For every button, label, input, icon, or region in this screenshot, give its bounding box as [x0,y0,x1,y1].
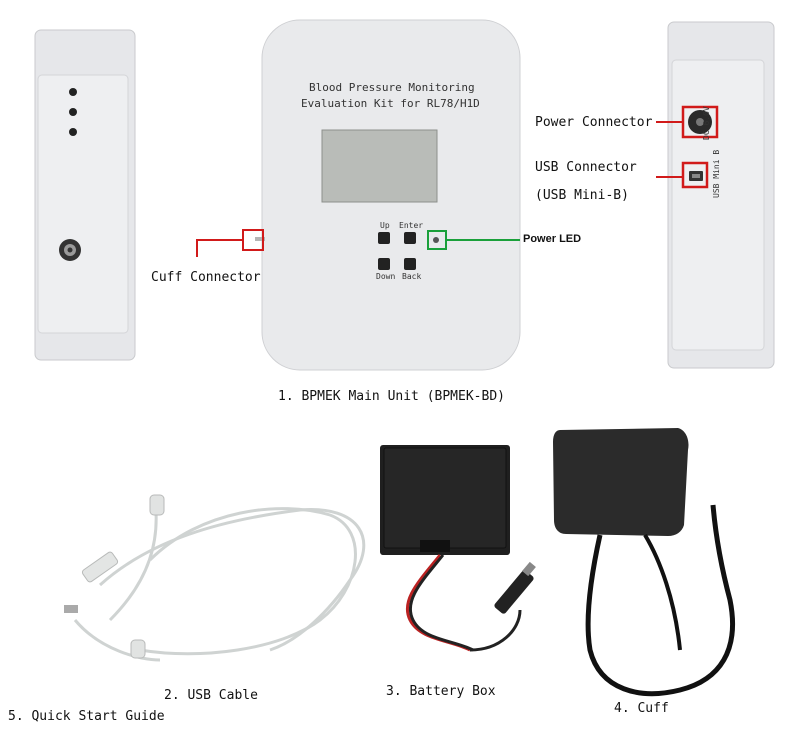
side-usb-text: USB Mini B [712,149,721,198]
button-enter-label: Enter [399,221,424,230]
main-unit-left-side [34,29,136,361]
button-back-label: Back [402,272,422,281]
button-up-label: Up [380,221,390,230]
caption-quick-start: 5. Quick Start Guide [8,709,165,724]
button-down-label: Down [376,272,396,281]
main-unit-front [255,19,521,371]
main-unit-right-side [667,21,775,369]
up-button[interactable] [378,232,390,244]
panel-title-line1: Blood Pressure Monitoring [309,81,475,94]
power-connector-label: Power Connector [535,115,653,130]
caption-usb-cable: 2. USB Cable [164,688,258,703]
usb-connector-type-label: (USB Mini-B) [535,188,629,203]
down-button[interactable] [378,258,390,270]
back-button[interactable] [404,258,416,270]
cuff-connector-label: Cuff Connector [151,270,261,285]
usb-connector-label: USB Connector [535,160,637,175]
caption-cuff: 4. Cuff [614,701,669,716]
usb-cable [73,499,366,662]
caption-main-unit: 1. BPMEK Main Unit (BPMEK-BD) [278,389,505,404]
enter-button[interactable] [404,232,416,244]
callout-lines [196,105,719,257]
side-power-text: DC 6.0V [702,106,711,140]
power-led-label: Power LED [523,233,582,245]
battery-box [380,445,536,652]
caption-battery-box: 3. Battery Box [386,684,496,699]
cuff [553,428,736,697]
panel-title-line2: Evaluation Kit for RL78/H1D [301,97,480,110]
